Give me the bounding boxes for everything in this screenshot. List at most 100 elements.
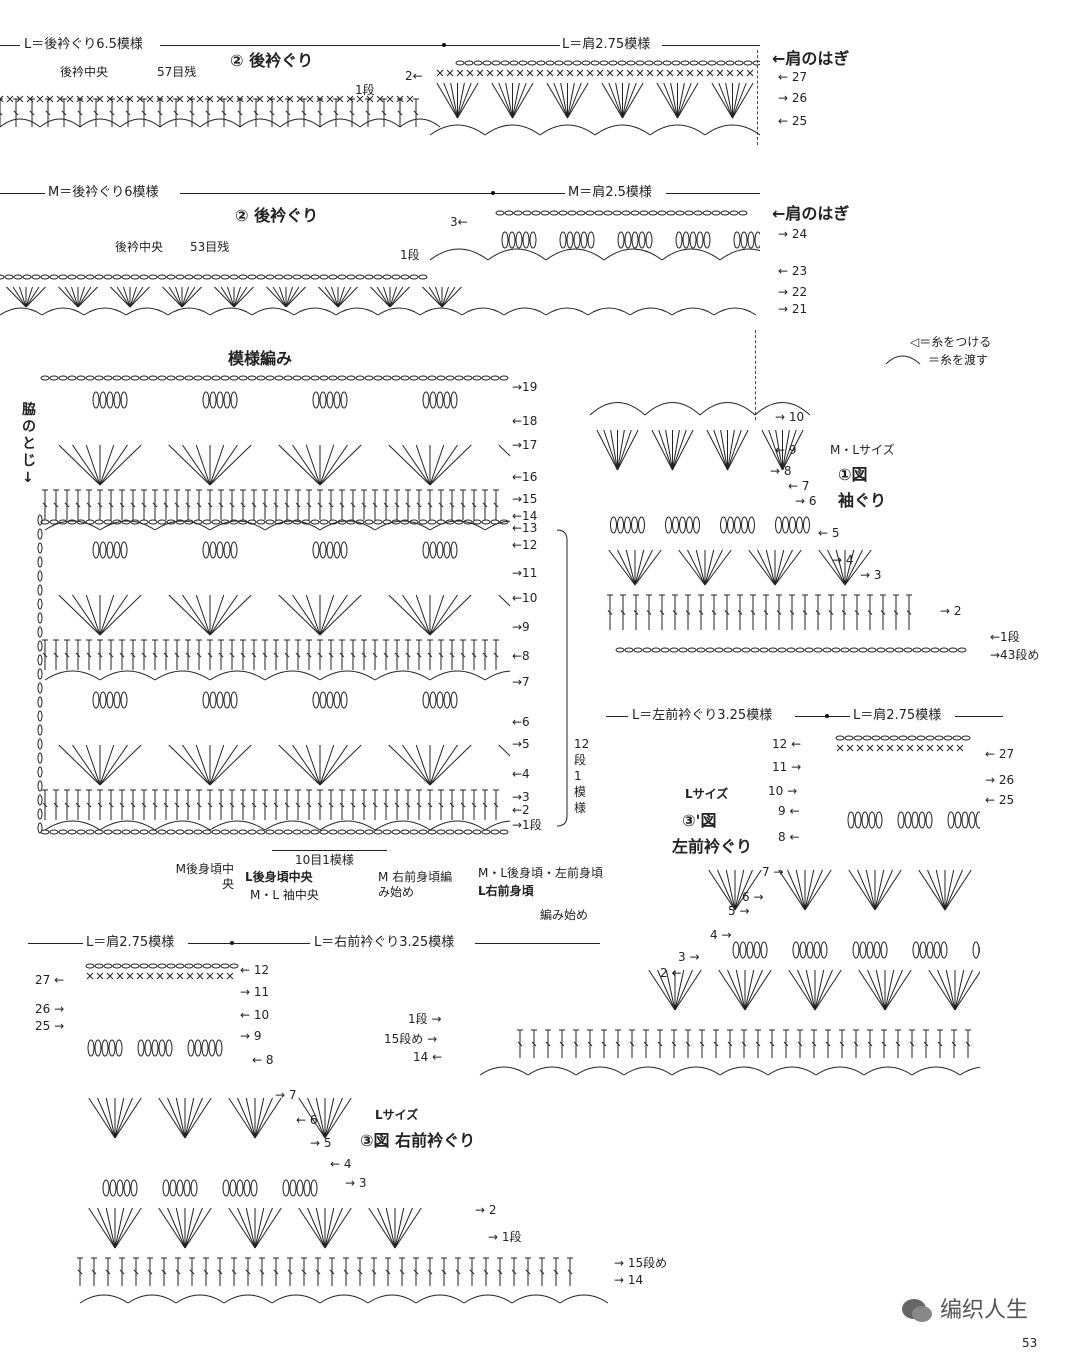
rf-label-left: L＝肩2.75模様	[86, 935, 175, 950]
top-crochet-chart	[0, 60, 760, 136]
lf-subtitle: 左前衿ぐり	[672, 837, 753, 856]
lf-dimension-line-mid	[795, 716, 850, 717]
top-row-26: → 26	[778, 91, 808, 105]
slvRows-row-0: → 10	[775, 410, 805, 424]
lf-row-1: 1段 →	[408, 1012, 442, 1026]
mid-dimension-line-mid	[180, 193, 565, 194]
patRows-row-18: →1段	[512, 818, 542, 832]
lf-divider-dot	[825, 714, 829, 718]
mid-chart-symbols	[0, 210, 760, 316]
top-row-27: ← 27	[778, 70, 808, 84]
slvRows-row-8: → 2	[940, 604, 962, 618]
patRows-row-6: ←13	[512, 521, 538, 535]
slvRows-row-3: ← 7	[788, 479, 810, 493]
mid-shoulder-label: ←肩のはぎ	[772, 204, 850, 223]
patRows-row-14: →5	[512, 737, 530, 751]
legend-pass: ＝糸を渡す	[928, 353, 989, 367]
lf-title: ③'図	[682, 811, 717, 830]
top-center-label: 後衿中央	[60, 65, 109, 79]
mid-label-right: M＝肩2.5模様	[568, 185, 652, 200]
legend-pass-icon	[885, 355, 921, 365]
lf-dimension-line-right	[955, 716, 1003, 717]
patRows-row-9: ←10	[512, 591, 538, 605]
rf-right-row-7: → 5	[310, 1136, 332, 1150]
sleeve-chart-symbols	[589, 402, 967, 653]
patRows-row-3: ←16	[512, 470, 538, 484]
rf-right-row-1: → 11	[240, 985, 270, 999]
note-ml-back-left-front: M・L後身頃・左前身頃	[478, 866, 604, 880]
note-l-back-center: L後身頃中央	[245, 870, 313, 884]
patRows-row-0: →19	[512, 380, 538, 394]
mid-center-dashed-line	[755, 330, 756, 420]
top-dimension-line-mid	[160, 45, 560, 46]
top-label-right: L＝肩2.75模様	[562, 37, 651, 52]
rf-chart-symbols	[77, 963, 609, 1304]
side-seam-label: 脇のとじ↓	[22, 402, 36, 486]
rf-dimension-line-left	[28, 943, 83, 944]
lfRows-row-8: 4 →	[710, 928, 732, 942]
lfRows-row-2: 10 →	[768, 784, 798, 798]
patRows-row-8: →11	[512, 566, 538, 580]
sleeve-title: ①図	[838, 465, 868, 484]
rf-right-row-4: ← 8	[252, 1053, 274, 1067]
rf-label-right: L＝右前衿ぐり3.25模様	[314, 935, 455, 950]
sleeve-crochet-chart	[589, 402, 967, 653]
top-row2-label: 2←	[405, 69, 423, 83]
patRows-row-10: →9	[512, 620, 530, 634]
patRows-row-1: ←18	[512, 414, 538, 428]
lfRows-row-4: 8 ←	[778, 830, 800, 844]
lfRows-row-7: 5 →	[728, 904, 750, 918]
rf-right-row-6: ← 6	[296, 1113, 318, 1127]
patRows-row-15: ←4	[512, 767, 530, 781]
rf-right-row-8: ← 4	[330, 1157, 352, 1171]
slvRows-row-1: ← 9	[775, 443, 797, 457]
sleeve-subtitle: 袖ぐり	[838, 491, 887, 510]
patRows-row-7: ←12	[512, 538, 538, 552]
patRows-row-4: →15	[512, 492, 538, 506]
lf-row-15: 15段め →	[384, 1032, 438, 1046]
slvRows-row-2: → 8	[770, 464, 792, 478]
top-divider-dot	[442, 43, 446, 47]
lf-label-right: L＝肩2.75模様	[853, 708, 942, 723]
pattern-crochet-chart	[37, 375, 510, 835]
rf-right-row-11: → 1段	[488, 1230, 522, 1244]
rf-size: Lサイズ	[375, 1108, 419, 1122]
lfRows-row-10: 2 ←	[660, 966, 682, 980]
pattern-repeat-bracket	[556, 529, 568, 827]
mid-divider-dot	[491, 191, 495, 195]
slvRows-row-7: → 3	[860, 568, 882, 582]
patRows-row-16: →3	[512, 790, 530, 804]
rfRows-row-0: 27 ←	[35, 973, 65, 987]
rf-right-row-9: → 3	[345, 1176, 367, 1190]
pattern-repeat-stitch-line	[272, 850, 387, 851]
top-label-left: L＝後衿ぐり6.5模様	[24, 37, 143, 52]
lf-right-row-2: ← 25	[985, 793, 1015, 807]
patRows-row-11: ←8	[512, 649, 530, 663]
rf-right-row-10: → 2	[475, 1203, 497, 1217]
rf-right-row-3: → 9	[240, 1029, 262, 1043]
slvRows-row-4: → 6	[795, 494, 817, 508]
slvRows-row-10: →43段め	[990, 648, 1040, 662]
rf-crochet-chart	[77, 963, 609, 1304]
note-l-right-front: L右前身頃	[478, 884, 534, 898]
slvRows-row-9: ←1段	[990, 630, 1020, 644]
top-title: ② 後衿ぐり	[230, 51, 314, 70]
top-right-edge	[757, 50, 758, 145]
top-remain-label: 57目残	[157, 65, 197, 79]
top-row1-label: 1段	[355, 83, 375, 97]
pattern-repeat-rows: 12段1模様	[574, 737, 590, 815]
note-ml-sleeve-center: M・L 袖中央	[250, 888, 319, 902]
patRows-row-13: ←6	[512, 715, 530, 729]
rf-dimension-line-mid	[188, 943, 310, 944]
note-m-back-center: M後身頃中央	[175, 862, 234, 891]
lfRows-row-6: 6 →	[742, 890, 764, 904]
mid-label-left: M＝後衿ぐり6模様	[48, 185, 159, 200]
lf-crochet-chart	[479, 735, 980, 1076]
page-number: 53	[1022, 1336, 1038, 1350]
sleeve-size: M・Lサイズ	[830, 443, 895, 457]
rf-right-row-5: → 7	[275, 1088, 297, 1102]
mid-row3-label: 3←	[450, 215, 468, 229]
lfRows-row-3: 9 ←	[778, 804, 800, 818]
lf-right-row-1: → 26	[985, 773, 1015, 787]
wechat-icon	[902, 1299, 932, 1322]
